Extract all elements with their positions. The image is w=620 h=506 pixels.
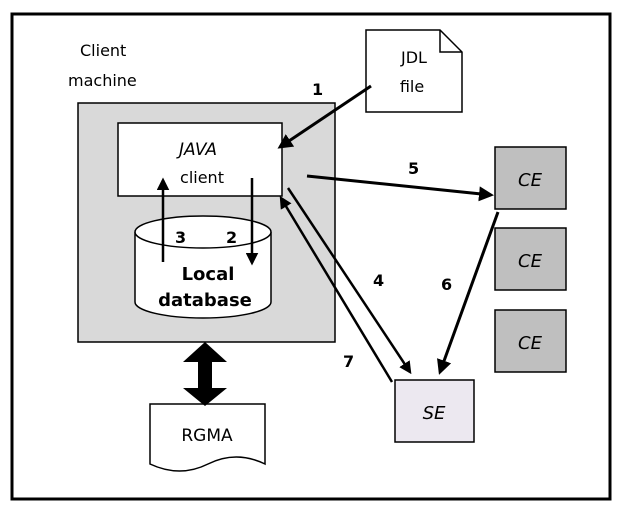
rgma-double-arrow [183, 342, 227, 406]
arrow-3-label: 3 [175, 228, 186, 247]
ce-box-2 [494, 227, 567, 291]
arrow-4 [286, 187, 412, 375]
arrow-6 [437, 211, 500, 375]
java-client-box [117, 122, 283, 197]
local-database [134, 215, 272, 319]
arrow-7-label: 7 [343, 352, 354, 371]
ce-label-1: CE [518, 170, 543, 191]
arrow-7 [279, 195, 394, 383]
se-box [394, 379, 475, 443]
jdl-file-label-line1: JDL [400, 48, 427, 67]
se-label: SE [423, 403, 446, 424]
arrow-2-label: 2 [226, 228, 237, 247]
ce-label-2: CE [518, 251, 543, 272]
local-database-label-line2: database [158, 290, 252, 311]
jdl-file-label-line2: file [400, 77, 424, 96]
java-client-label-line2: client [180, 168, 224, 187]
rgma-document [149, 403, 266, 472]
arrow-6-label: 6 [441, 275, 452, 294]
java-client-label-line1: JAVA [176, 140, 217, 160]
arrow-1-label: 1 [312, 80, 323, 99]
arrow-5 [306, 174, 494, 202]
jdl-file-shape [365, 29, 463, 113]
rgma-label: RGMA [181, 426, 233, 446]
client-machine-label-line1: Client [80, 41, 126, 60]
local-database-label-line1: Local [182, 264, 235, 285]
ce-box-3 [494, 309, 567, 373]
ce-box-1 [494, 146, 567, 210]
ce-label-3: CE [518, 333, 543, 354]
arrow-4-label: 4 [373, 271, 384, 290]
arrow-5-label: 5 [408, 159, 419, 178]
arrow-1 [277, 84, 372, 149]
client-machine-label-line2: machine [68, 71, 137, 90]
jdl-file-fold [439, 30, 462, 53]
